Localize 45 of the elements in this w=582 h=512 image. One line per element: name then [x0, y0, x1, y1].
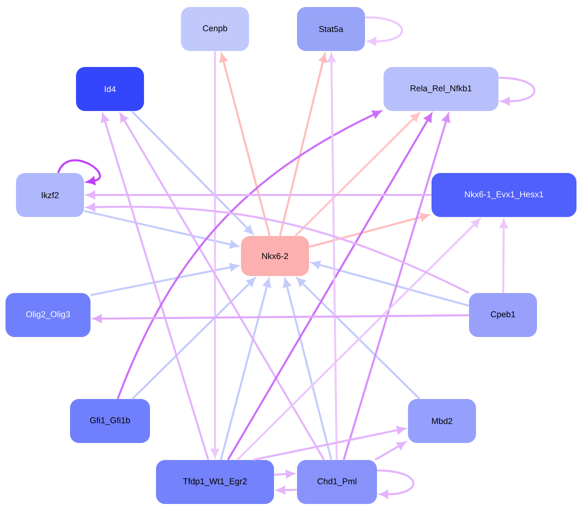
rounded-box: Gfi1_Gfi1b — [70, 399, 150, 443]
arrow — [86, 203, 470, 294]
arrow — [253, 426, 406, 461]
arrow — [227, 113, 432, 460]
rounded-box: Nkx6-1_Evx1_Hesx1 — [432, 173, 576, 217]
rounded-box: Tfdp1_Wt1_Egr2 — [156, 460, 274, 504]
arrow — [219, 54, 271, 236]
arrow — [274, 470, 294, 478]
arrow — [132, 278, 256, 400]
arrow — [365, 16, 403, 46]
arrow — [308, 212, 429, 248]
rounded-box: Mbd2 — [408, 399, 476, 443]
arrow — [312, 260, 470, 307]
arrow — [294, 112, 420, 236]
rounded-box: Id4 — [76, 67, 144, 111]
arrow — [374, 442, 406, 461]
arrow — [57, 159, 101, 185]
arrow — [120, 113, 325, 460]
rounded-box: Cpeb1 — [469, 293, 537, 337]
rounded-box: Nkx6-2 — [241, 236, 309, 276]
arrow — [276, 486, 297, 494]
arrow — [86, 190, 432, 200]
rounded-box: Cenpb — [181, 7, 249, 51]
arrow — [282, 278, 332, 460]
arrow — [210, 51, 220, 458]
arrow — [90, 263, 238, 296]
arrow — [93, 314, 469, 323]
rounded-box: Ikzf2 — [16, 173, 84, 217]
arrow — [100, 114, 210, 460]
arrow — [342, 114, 450, 460]
arrow — [500, 220, 508, 293]
arrow — [498, 76, 536, 106]
arrow — [84, 210, 238, 249]
arrow — [296, 278, 420, 400]
rounded-box: Chd1_Pml — [297, 460, 377, 504]
arrow — [131, 110, 254, 234]
arrow — [220, 278, 271, 460]
arrow — [377, 469, 414, 498]
arrow — [236, 218, 480, 460]
arrow — [279, 54, 328, 236]
arrow — [116, 110, 382, 400]
rounded-box: Olig2_Olig3 — [6, 293, 90, 337]
rounded-box: Rela_Rel_Nfkb1 — [384, 67, 498, 111]
arrow — [327, 54, 338, 460]
rounded-box: Stat5a — [297, 7, 365, 51]
